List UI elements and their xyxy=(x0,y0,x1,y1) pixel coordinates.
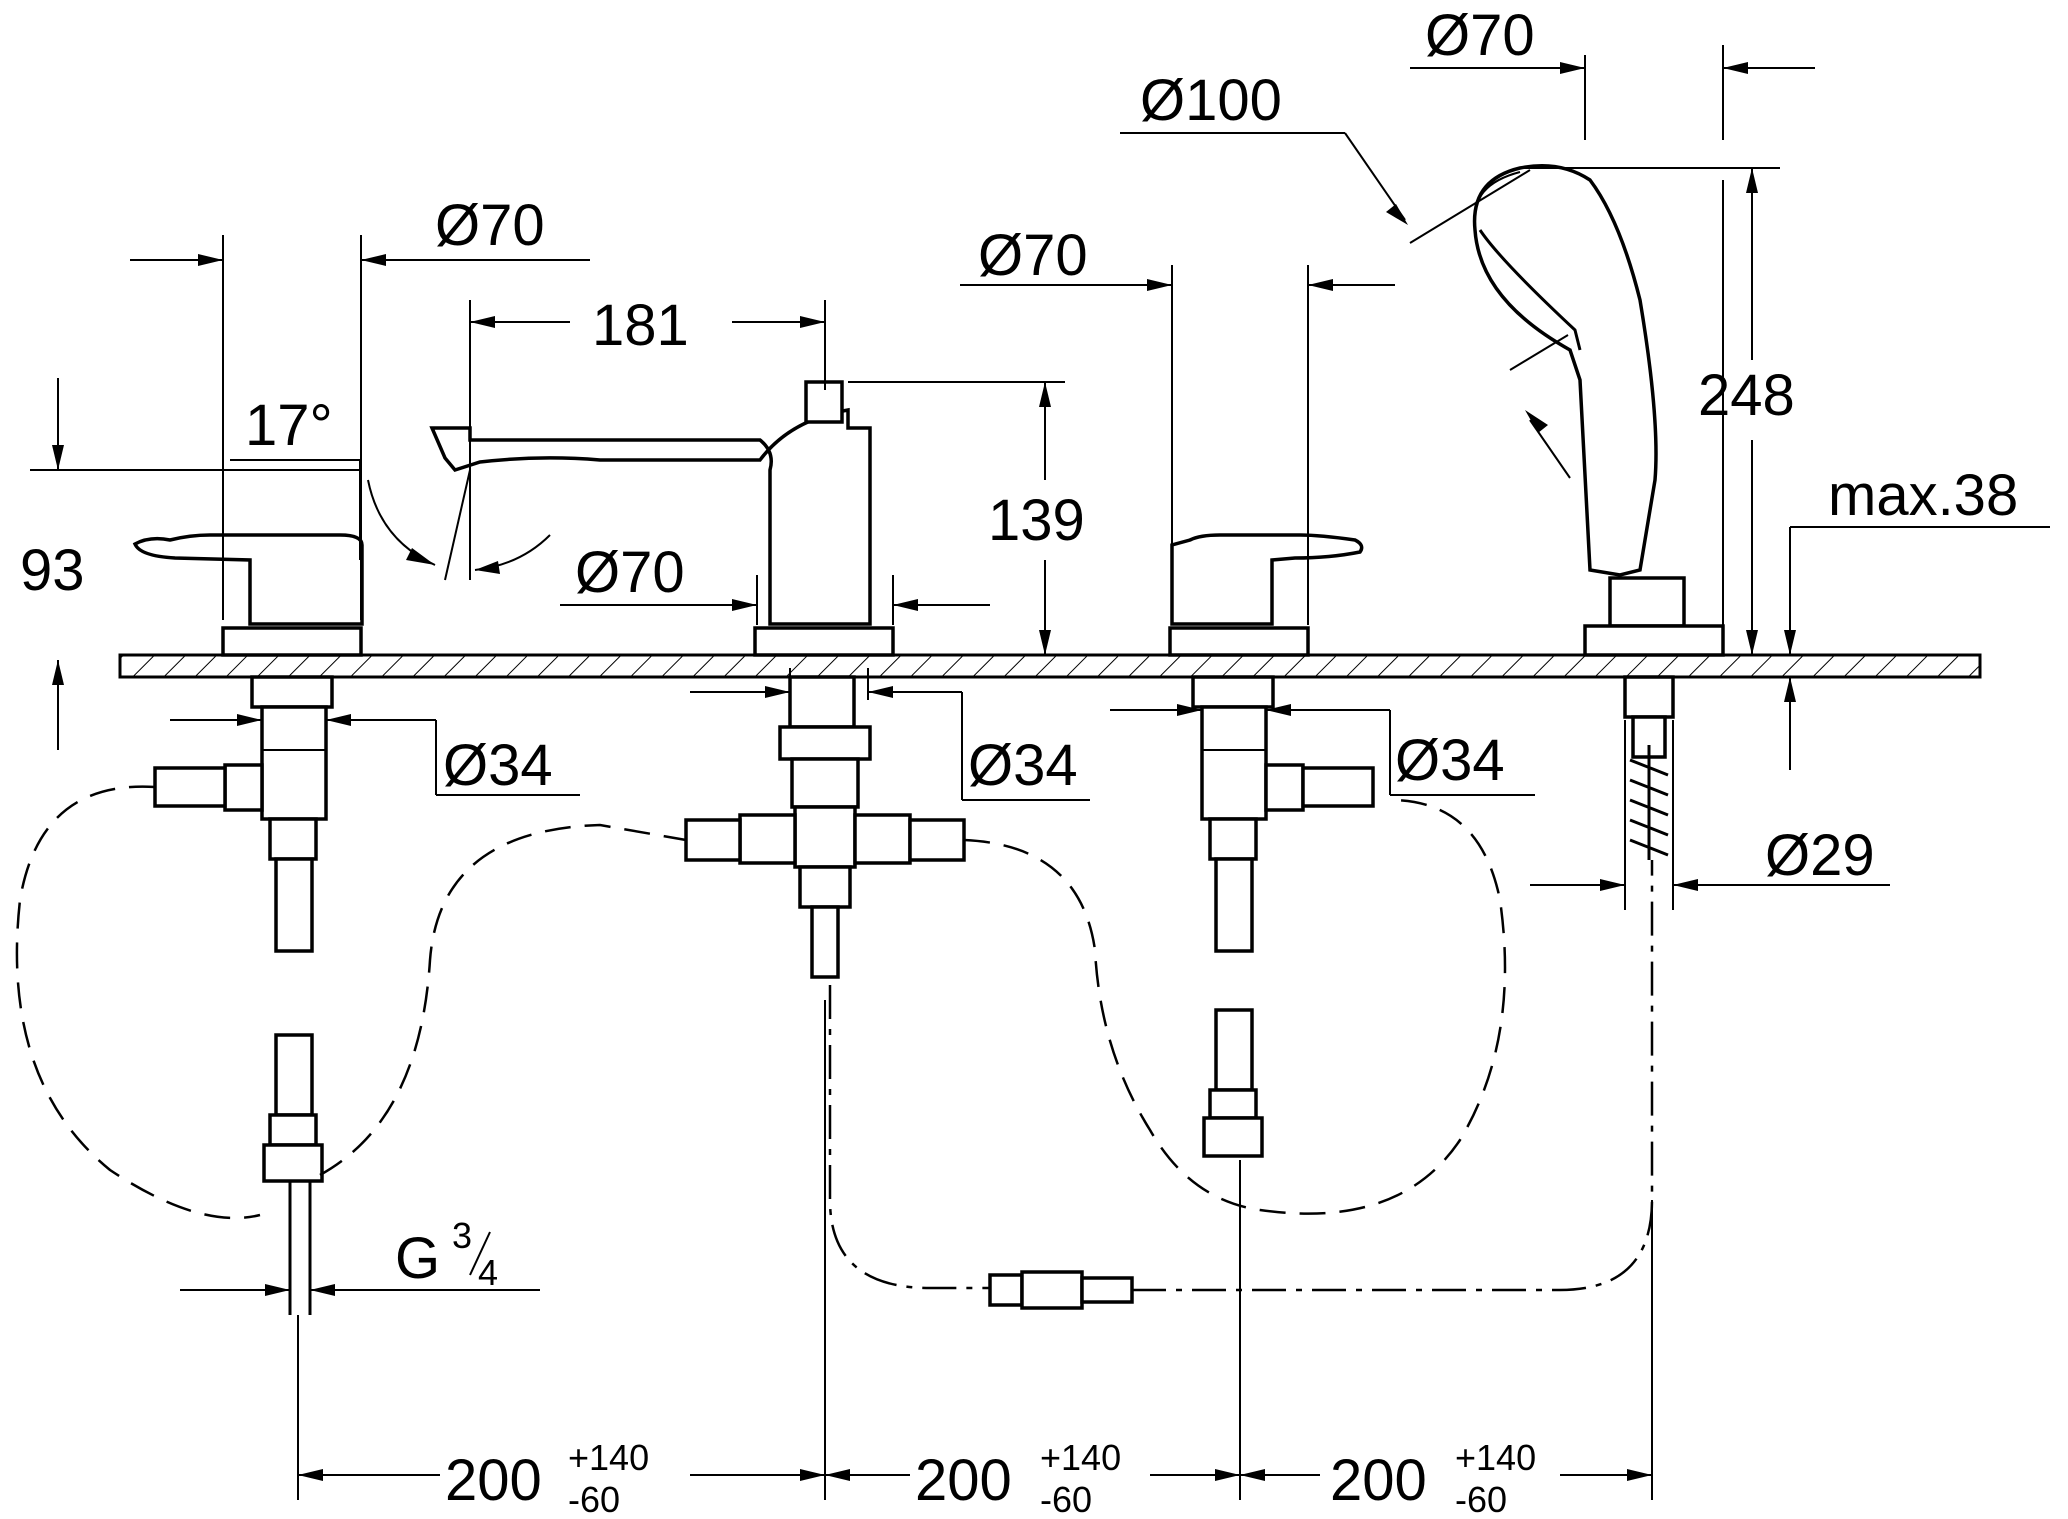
svg-text:+140: +140 xyxy=(1040,1437,1121,1478)
hose-paths xyxy=(15,785,1654,1292)
right-lower-hose xyxy=(1202,1008,1264,1158)
label-hose-guide-diameter: Ø29 xyxy=(1765,823,1875,888)
label-connection-thread: G 3 4 xyxy=(395,1215,498,1293)
svg-text:-60: -60 xyxy=(1455,1479,1507,1519)
center-shank xyxy=(684,675,966,979)
label-handshower-diameter: Ø100 xyxy=(1140,68,1282,133)
svg-text:4: 4 xyxy=(478,1252,498,1293)
svg-text:3: 3 xyxy=(452,1215,472,1256)
label-spout-angle: 17° xyxy=(245,393,333,458)
left-shank xyxy=(153,675,334,953)
left-valve xyxy=(132,533,364,657)
label-left-shank-diameter: Ø34 xyxy=(443,733,553,798)
label-valve-height: 93 xyxy=(20,538,85,603)
label-spout-base-diameter: Ø70 xyxy=(575,540,685,605)
right-valve xyxy=(1168,533,1364,657)
label-handshower-top-diameter: Ø70 xyxy=(1425,3,1535,68)
label-spacing-2: 200 +140 -60 xyxy=(915,1437,1121,1519)
label-spout-diameter-top: Ø70 xyxy=(435,193,545,258)
svg-text:200: 200 xyxy=(1330,1448,1427,1513)
svg-text:200: 200 xyxy=(915,1448,1012,1513)
label-right-shank-diameter: Ø34 xyxy=(1395,728,1505,793)
svg-text:200: 200 xyxy=(445,1448,542,1513)
dimension-labels: Ø70 181 17° 93 Ø70 139 Ø70 Ø100 Ø70 248 … xyxy=(20,3,2018,1519)
svg-text:+140: +140 xyxy=(1455,1437,1536,1478)
label-spout-height: 139 xyxy=(988,488,1085,553)
deck-section xyxy=(118,653,1982,679)
diverter-hose-connector xyxy=(988,1270,1134,1310)
handshower xyxy=(1472,164,1725,657)
label-max-deck-thickness: max.38 xyxy=(1828,463,2018,528)
label-center-shank-diameter: Ø34 xyxy=(968,733,1078,798)
left-lower-hose xyxy=(262,1033,324,1315)
svg-text:G: G xyxy=(395,1226,440,1291)
label-right-valve-diameter: Ø70 xyxy=(978,223,1088,288)
right-shank xyxy=(1191,675,1375,953)
label-spacing-1: 200 +140 -60 xyxy=(445,1437,649,1519)
svg-text:-60: -60 xyxy=(1040,1479,1092,1519)
label-spacing-3: 200 +140 -60 xyxy=(1330,1437,1536,1519)
svg-text:-60: -60 xyxy=(568,1479,620,1519)
center-lines xyxy=(297,1000,1653,1500)
svg-text:+140: +140 xyxy=(568,1437,649,1478)
spout xyxy=(429,380,895,657)
dimension-lines xyxy=(30,45,2050,1481)
label-handshower-height: 248 xyxy=(1698,363,1795,428)
label-spout-reach: 181 xyxy=(592,293,689,358)
hose-guide xyxy=(1623,675,1675,860)
